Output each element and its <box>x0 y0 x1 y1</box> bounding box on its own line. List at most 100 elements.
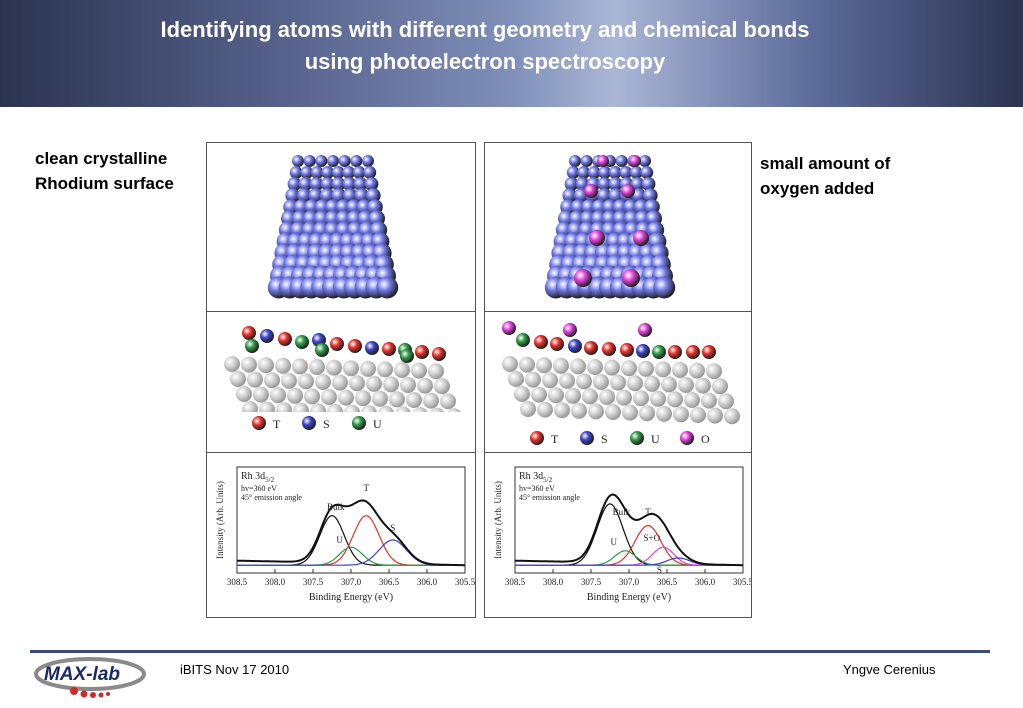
substrate-atom <box>502 356 518 372</box>
legend-label-s: S <box>601 432 608 446</box>
peak-label: U <box>336 535 343 545</box>
legend-label-u: U <box>373 417 382 431</box>
substrate-atom <box>576 373 592 390</box>
substrate-atom <box>276 402 292 419</box>
right-caption: small amount of oxygen added <box>760 151 890 201</box>
peak-label: T <box>363 483 369 493</box>
title-line-1: Identifying atoms with different geometr… <box>160 17 810 42</box>
substrate-atom <box>310 403 326 420</box>
rh-top-atom <box>608 188 624 203</box>
surface-atom-red <box>686 345 700 359</box>
substrate-atom <box>537 401 553 418</box>
substrate-atom <box>656 405 672 422</box>
total-curve <box>515 493 743 567</box>
surface-atom-red <box>278 332 292 346</box>
substrate-atom <box>536 357 552 374</box>
x-tick-label: 306.5 <box>657 577 678 587</box>
x-tick-label: 306.0 <box>695 577 716 587</box>
substrate-atom <box>264 372 280 389</box>
substrate-atom <box>349 375 365 392</box>
rh-top-atom <box>639 155 651 167</box>
substrate-atom <box>616 389 632 406</box>
surface-atom-pink <box>563 323 577 337</box>
x-tick-label: 308.5 <box>227 577 248 587</box>
surface-atom-red <box>534 335 548 349</box>
rh-top-atom <box>308 188 324 203</box>
substrate-atom <box>338 389 354 406</box>
substrate-atom <box>361 405 377 422</box>
rh-top-atom <box>587 166 601 179</box>
surface-atom-green <box>400 349 414 363</box>
spectrum-label: Rh 3d5/2 <box>519 471 553 484</box>
substrate-atom <box>344 404 360 421</box>
substrate-atom <box>604 359 620 376</box>
emission-angle: 45° emission angle <box>519 493 580 502</box>
surface-atom-green <box>245 339 259 353</box>
substrate-atom <box>292 358 308 375</box>
substrate-atom <box>372 390 388 407</box>
peak-label: U <box>611 537 618 547</box>
rh-top-atom <box>598 166 612 179</box>
substrate-atom <box>241 356 257 373</box>
x-tick-label: 307.0 <box>619 577 640 587</box>
surface-atom-red <box>348 339 362 353</box>
substrate-atom <box>270 387 286 404</box>
surface-atom-red <box>382 342 396 356</box>
rh-top-atom <box>327 155 339 167</box>
logo-text: MAX-lab <box>44 664 120 685</box>
substrate-atom <box>565 387 581 404</box>
substrate-atom <box>684 392 700 408</box>
substrate-atom <box>622 404 638 421</box>
rh-top-atom <box>352 166 366 179</box>
substrate-atom <box>638 360 654 377</box>
substrate-atom <box>520 401 536 417</box>
substrate-atom <box>514 386 530 402</box>
peak-t <box>237 514 465 566</box>
x-tick-label: 305.5 <box>733 577 751 587</box>
rh-top-atom <box>608 177 623 191</box>
rh-top-atom <box>376 276 399 299</box>
substrate-atom <box>259 401 275 418</box>
substrate-atom <box>360 360 376 377</box>
substrate-atom <box>508 371 524 387</box>
y-axis-label: Intensity (Arb. Units) <box>493 481 503 559</box>
substrate-atom <box>661 376 677 393</box>
substrate-atom <box>440 393 456 410</box>
rh-top-atom <box>342 166 356 179</box>
photon-energy: hv=360 eV <box>519 484 555 493</box>
legend-label-o: O <box>701 432 710 446</box>
surface-atom-green <box>516 333 530 347</box>
rh-top-atom <box>354 188 370 203</box>
rh-top-atom <box>350 155 363 167</box>
rh-top-atom <box>298 177 313 191</box>
substrate-atom <box>644 375 660 392</box>
title-banner: Identifying atoms with different geometr… <box>0 0 1023 107</box>
rh-top-atom <box>353 177 368 191</box>
peak-label: Bulk <box>327 502 345 512</box>
author-label: Yngve Cerenius <box>843 662 936 677</box>
right-caption-line-1: small amount of <box>760 154 891 173</box>
substrate-atom <box>293 402 309 419</box>
slide-title: Identifying atoms with different geometr… <box>0 14 970 78</box>
rh-top-atom <box>287 177 302 191</box>
substrate-atom <box>383 376 399 393</box>
x-tick-label: 307.0 <box>341 577 362 587</box>
substrate-atom <box>582 388 598 405</box>
substrate-atom <box>423 392 439 409</box>
rh-top-atom <box>596 188 612 203</box>
substrate-atom <box>417 377 433 394</box>
surface-atom-red <box>602 342 616 356</box>
rh-top-atom <box>566 166 580 179</box>
substrate-atom <box>724 408 740 425</box>
surface-atom-pink <box>638 323 652 337</box>
rh-top-atom <box>309 177 324 191</box>
substrate-atom <box>525 371 541 388</box>
substrate-atom <box>366 375 382 392</box>
substrate-atom <box>275 357 291 374</box>
rh-top-atom <box>342 177 357 191</box>
x-axis-label: Binding Energy (eV) <box>587 592 671 603</box>
